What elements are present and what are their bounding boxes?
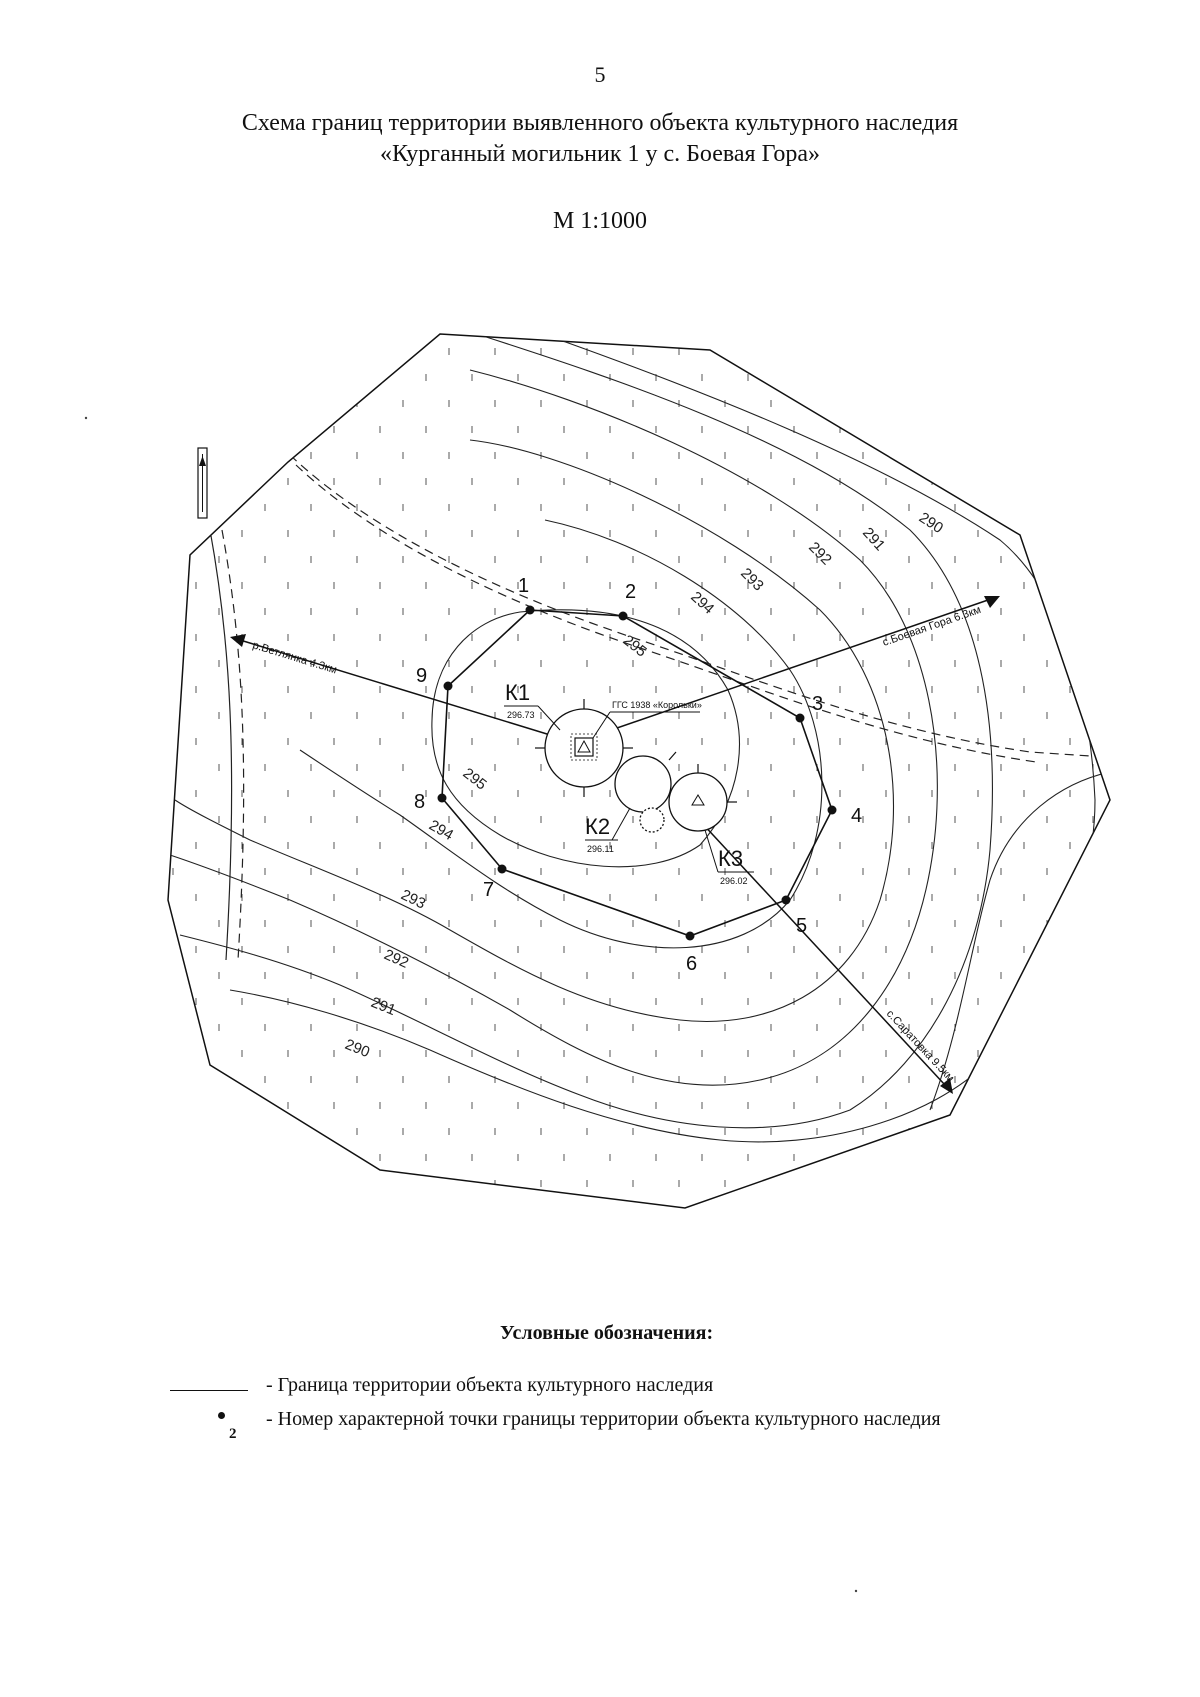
boundary-point-1: [525, 605, 535, 615]
contour-291: [179, 334, 993, 1129]
survey-point-label: ГГС 1938 «Корольки»: [612, 700, 702, 710]
legend-point-icon: [218, 1412, 225, 1419]
mound-k3-elevation: 296.02: [720, 876, 748, 886]
contour-294: [299, 519, 823, 949]
arrow-head-icon: [230, 634, 246, 647]
direction-line-vetlyanka: [239, 639, 561, 739]
boundary-point-label: 9: [416, 665, 427, 687]
mound-k2: [614, 755, 672, 813]
boundary-point-7: [497, 864, 507, 874]
mound-k2-elevation: 296.11: [587, 844, 614, 854]
mound-k2-label: К2: [585, 814, 610, 839]
legend-boundary-line: [170, 1390, 248, 1391]
direction-line-saratovka: [687, 807, 946, 1086]
boundary-point-label: 5: [796, 915, 807, 937]
boundary-point-label: 7: [483, 879, 494, 901]
boundary-point-label: 3: [812, 693, 823, 715]
arrow-head-icon: [940, 1078, 953, 1094]
boundary-point-2: [618, 611, 628, 621]
boundary-point-9: [443, 681, 453, 691]
direction-line-boevaya-gora: [587, 599, 989, 739]
contour-292: [169, 369, 938, 1086]
legend-boundary-text: - Граница территории объекта культурного…: [266, 1374, 714, 1396]
boundary-point-8: [437, 793, 447, 803]
road-west: [209, 529, 233, 961]
road-dashed-west: [221, 529, 245, 961]
mound-k1-label: К1: [505, 680, 530, 705]
legend-point-number: 2: [229, 1426, 237, 1442]
mound-k3-label: К3: [718, 846, 743, 871]
map-scale: М 1:1000: [552, 208, 647, 234]
legend-point-text: - Номер характерной точки границы террит…: [266, 1408, 941, 1430]
mound-k1: [544, 708, 624, 788]
boundary-point-5: [781, 895, 791, 905]
boundary-point-label: 6: [686, 953, 697, 975]
boundary-point-4: [827, 805, 837, 815]
mound-k3: [668, 772, 728, 832]
triangle-icon: [691, 794, 705, 806]
mound-k1-elevation: 296.73: [507, 710, 535, 720]
boundary-point-label: 1: [518, 575, 529, 597]
north-marker-icon: [197, 447, 208, 519]
title-line-1: Схема границ территории выявленного объе…: [241, 110, 959, 136]
boundary-point-label: 8: [414, 791, 425, 813]
page-number: 5: [594, 62, 606, 87]
depression: [639, 807, 665, 833]
contour-289: [929, 769, 1110, 1111]
heritage-boundary: [441, 609, 833, 937]
arrow-head-icon: [984, 596, 1000, 608]
legend-title: Условные обозначения:: [500, 1322, 714, 1344]
contour-295: [431, 609, 740, 868]
road-dashed: [295, 464, 1037, 763]
page-title: Схема границ территории выявленного объе…: [0, 108, 1200, 170]
title-line-2: «Курганный могильник 1 у с. Боевая Гора»: [379, 141, 820, 167]
boundary-point-label: 4: [851, 805, 862, 827]
boundary-point-6: [685, 931, 695, 941]
road-dashed: [289, 454, 1110, 759]
boundary-point-3: [795, 713, 805, 723]
boundary-point-label: 2: [625, 581, 636, 603]
survey-point-icon: [574, 737, 594, 757]
contour-293: [174, 439, 895, 1023]
